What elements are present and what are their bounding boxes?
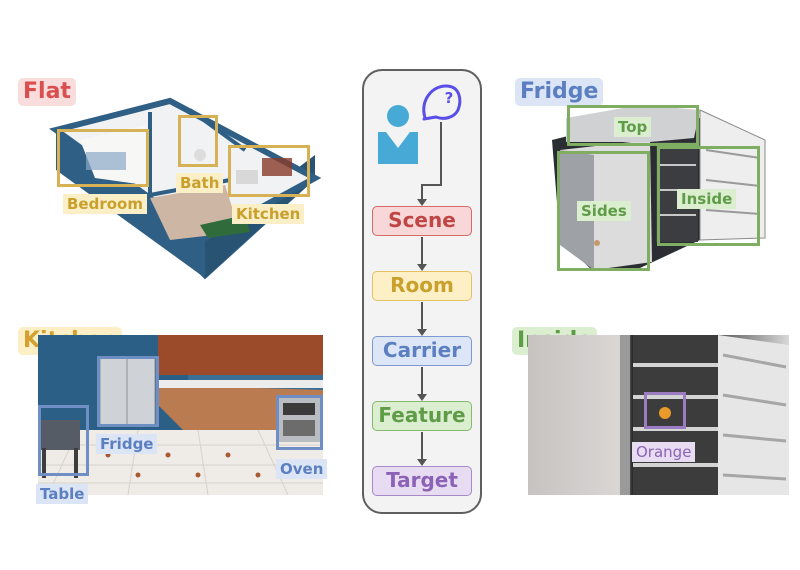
fridge-label: Fridge [96,434,158,454]
step-scene: Scene [372,206,472,236]
flat-title: Flat [18,78,76,106]
inside-box [657,146,760,246]
kitchen-box [228,145,310,197]
sides-label: Sides [577,201,631,221]
step-room: Room [372,271,472,301]
step-target: Target [372,466,472,496]
kitchen-label: Kitchen [232,204,305,224]
top-label: Top [614,117,652,137]
step-carrier: Carrier [372,336,472,366]
bath-label: Bath [176,173,224,193]
fridge-title: Fridge [515,78,604,106]
bedroom-label: Bedroom [63,194,147,214]
orange-label: Orange [632,442,696,462]
sides-box [557,151,650,271]
step-feature: Feature [372,401,472,431]
table-box [38,405,89,476]
oven-label: Oven [276,459,328,479]
inside-image [528,335,789,495]
svg-text:?: ? [445,89,454,107]
oven-box [276,395,323,450]
inside-label: Inside [677,189,737,209]
fridge-box [97,356,159,427]
bedroom-box [57,129,149,187]
bath-box [178,115,218,167]
orange-box [644,392,686,429]
table-label: Table [36,484,89,504]
top-box [567,105,699,146]
